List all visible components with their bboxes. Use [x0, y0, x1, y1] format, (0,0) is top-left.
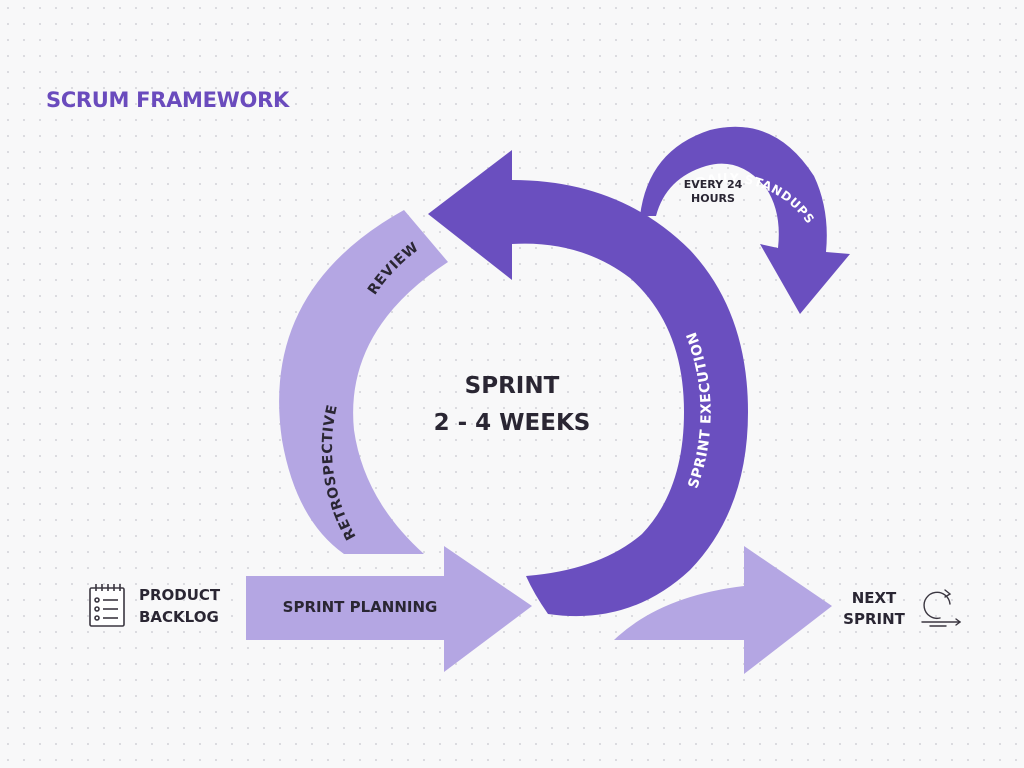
center-duration-label: 2 - 4 WEEKS [434, 410, 591, 436]
sprint-planning-arrow [246, 546, 532, 672]
next-sprint-line2: SPRINT [843, 610, 905, 628]
standup-interval-line2: HOURS [691, 192, 735, 205]
sprint-planning-label: SPRINT PLANNING [283, 598, 438, 616]
product-backlog-line2: BACKLOG [139, 608, 219, 626]
checklist-icon [89, 584, 125, 627]
next-sprint-arrow [614, 546, 832, 674]
product-backlog-line1: PRODUCT [139, 586, 221, 604]
review-retrospective-band [279, 210, 448, 554]
center-sprint-label: SPRINT [465, 373, 560, 399]
sprint-execution-arc [428, 150, 748, 617]
standup-interval-line1: EVERY 24 [684, 178, 743, 191]
next-sprint-line1: NEXT [852, 589, 897, 607]
page-title: SCRUM FRAMEWORK [46, 88, 289, 112]
daily-standups-loop [640, 126, 850, 314]
cycle-icon [921, 589, 962, 627]
